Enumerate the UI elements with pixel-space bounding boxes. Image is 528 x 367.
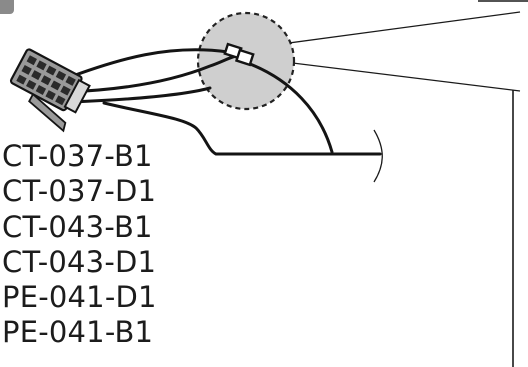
part-number: PE-041-B1 <box>2 315 154 350</box>
part-number: CT-043-B1 <box>2 209 153 244</box>
part-number: PE-041-D1 <box>2 280 157 315</box>
inline-connector <box>223 42 255 67</box>
part-number: CT-043-D1 <box>2 244 157 279</box>
part-number: CT-037-D1 <box>2 174 157 209</box>
part-number-list: CT-037-B1 CT-037-D1 CT-043-B1 CT-043-D1 … <box>2 139 157 351</box>
corner-badge <box>0 0 14 14</box>
cabinet-outline <box>478 0 528 367</box>
wire-harness <box>60 48 382 156</box>
cut-mark <box>373 129 383 183</box>
multi-pin-connector <box>9 48 91 133</box>
part-number: CT-037-B1 <box>2 139 153 173</box>
